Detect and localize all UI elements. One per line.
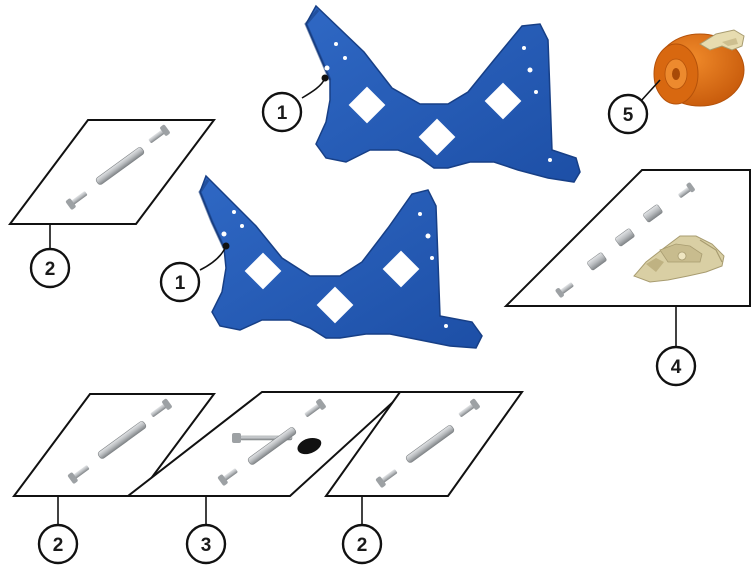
svg-text:2: 2 (45, 259, 56, 280)
svg-text:1: 1 (175, 273, 186, 294)
callout-bubble-pin-kit: 3 (185, 523, 227, 565)
rod-kit-tray-bottom-left (12, 393, 216, 497)
strap-roll (653, 29, 745, 107)
callout-bubble-plate-bottom: 1 (159, 261, 201, 303)
svg-text:1: 1 (277, 103, 288, 124)
callout-bubble-strap-roll: 5 (607, 93, 649, 135)
svg-text:3: 3 (201, 535, 212, 556)
butterfly-plate-bottom (198, 174, 483, 349)
svg-text:4: 4 (671, 357, 682, 378)
callout-bubble-rod-kit-upper-left: 2 (29, 247, 71, 289)
svg-text:5: 5 (623, 105, 634, 126)
callout-bubble-ratchet-kit: 4 (655, 345, 697, 387)
rod-kit-tray-upper-left (8, 119, 216, 225)
pin-kit-tray-bottom-center (125, 391, 407, 497)
callout-bubble-rod-kit-bottom-right: 2 (341, 523, 383, 565)
butterfly-plate-top (304, 4, 581, 183)
ratchet-kit-tray (503, 169, 751, 307)
callout-bubble-plate-top: 1 (261, 91, 303, 133)
rod-kit-tray-bottom-right (324, 391, 524, 497)
svg-text:2: 2 (357, 535, 368, 556)
callout-bubble-rod-kit-bottom-left: 2 (37, 523, 79, 565)
svg-text:2: 2 (53, 535, 64, 556)
